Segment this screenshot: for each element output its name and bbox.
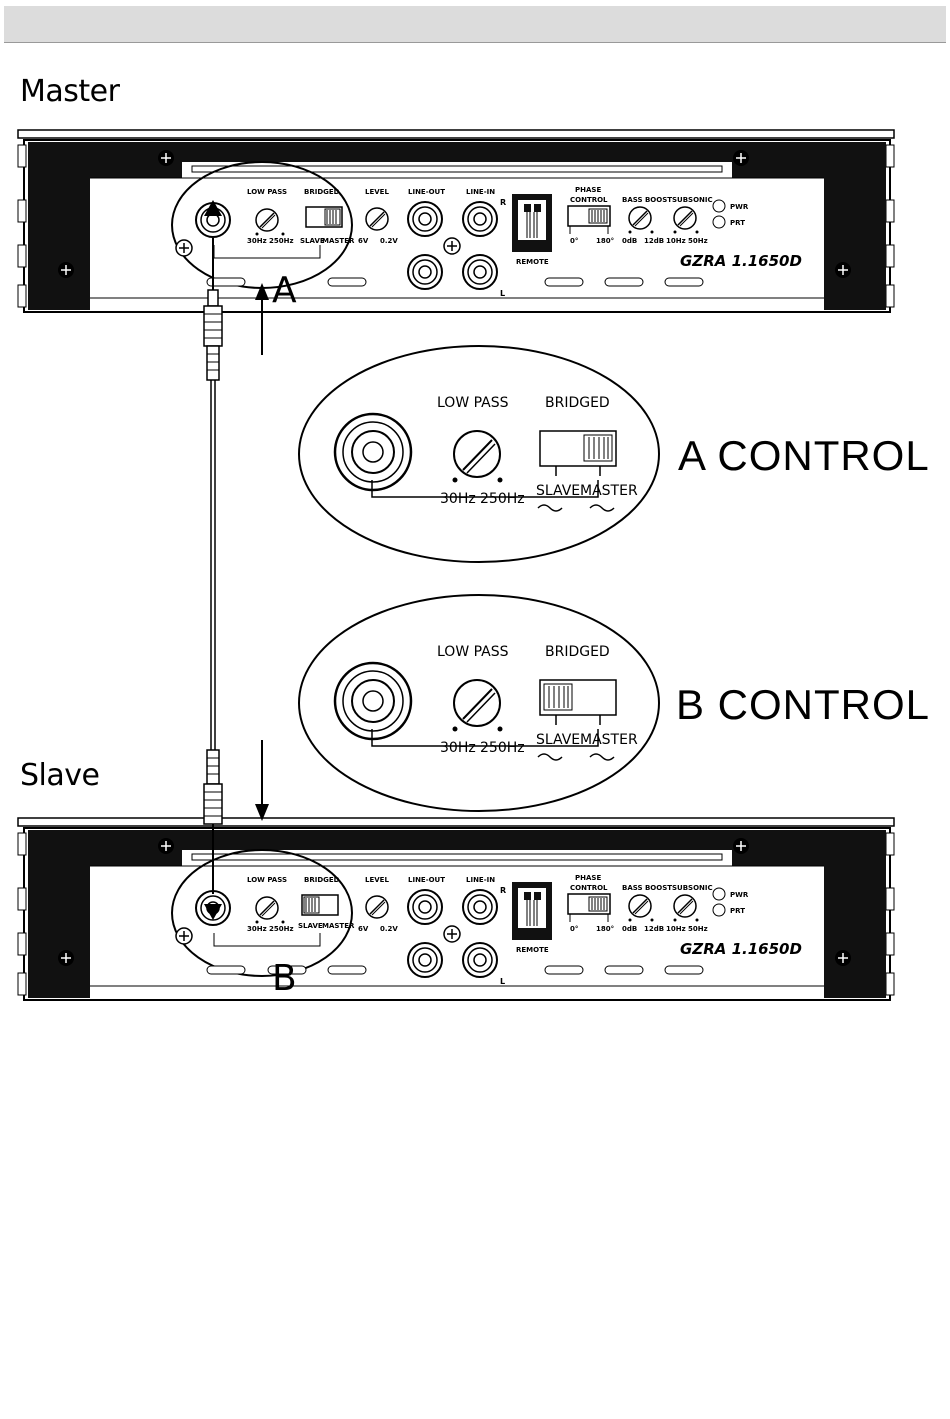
slave-master-label: MASTER [322, 922, 355, 930]
slave-12db-label: 12dB [644, 925, 664, 933]
master-pwr-label: PWR [730, 203, 749, 211]
slave-10hz-label: 10Hz [666, 925, 686, 933]
master-bassboost-label: BASS BOOST [622, 196, 672, 204]
slave-0db-label: 0dB [622, 925, 637, 933]
detail-b-30hz-label: 30Hz [440, 740, 476, 756]
master-10hz-label: 10Hz [666, 237, 686, 245]
master-0db-label: 0dB [622, 237, 637, 245]
callout-b-letter: B [272, 958, 297, 999]
slave-l-label: L [500, 977, 505, 986]
slave-level-label: LEVEL [365, 876, 389, 884]
master-6v-label: 6V [358, 237, 369, 245]
master-bridged-label: BRIDGED [304, 188, 340, 196]
detail-b-master-label: MASTER [580, 732, 638, 748]
slave-pwr-label: PWR [730, 891, 749, 899]
detail-a-30hz-label: 30Hz [440, 491, 476, 507]
slave-0deg-label: 0° [570, 925, 578, 933]
detail-b-bridged-label: BRIDGED [545, 644, 610, 660]
master-slave-label: SLAVE [300, 237, 325, 245]
slave-r-label: R [500, 886, 506, 895]
slave-prt-label: PRT [730, 907, 745, 915]
slave-control-label: CONTROL [570, 884, 608, 892]
slave-title: Slave [20, 758, 100, 793]
detail-b-slave-label: SLAVE [536, 732, 580, 748]
b-control-title: B CONTROL [676, 681, 931, 728]
master-250hz-label: 250Hz [269, 237, 294, 245]
detail-a-master-label: MASTER [580, 483, 638, 499]
a-control-title: A CONTROL [678, 432, 930, 479]
master-r-label: R [500, 198, 506, 207]
slave-lowpass-label: LOW PASS [247, 876, 287, 884]
master-lineout-label: LINE-OUT [408, 188, 445, 196]
detail-a-callout: LOW PASS BRIDGED 30Hz 250Hz SLAVE MASTER [298, 345, 660, 563]
detail-a-slave-label: SLAVE [536, 483, 580, 499]
slave-slave-label: SLAVE [298, 922, 323, 930]
master-prt-label: PRT [730, 219, 745, 227]
master-12db-label: 12dB [644, 237, 664, 245]
master-amp: LOW PASS BRIDGED 30Hz 250Hz SLAVE MASTER… [17, 129, 895, 313]
master-title: Master [20, 74, 120, 109]
master-02v-label: 0.2V [380, 237, 398, 245]
slave-6v-label: 6V [358, 925, 369, 933]
master-phase-label: PHASE [575, 186, 601, 194]
master-subsonic-label: SUBSONIC [672, 196, 713, 204]
master-180deg-label: 180° [596, 237, 614, 245]
slave-180deg-label: 180° [596, 925, 614, 933]
master-50hz-label: 50Hz [688, 237, 708, 245]
slave-phase-label: PHASE [575, 874, 601, 882]
slave-subsonic-label: SUBSONIC [672, 884, 713, 892]
slave-lineout-label: LINE-OUT [408, 876, 445, 884]
master-master-label: MASTER [322, 237, 355, 245]
slave-remote-label: REMOTE [516, 946, 549, 954]
master-linein-label: LINE-IN [466, 188, 495, 196]
arrow-b [255, 740, 269, 821]
arrow-a [255, 283, 269, 355]
detail-b-lowpass-label: LOW PASS [437, 644, 509, 660]
master-l-label: L [500, 289, 505, 298]
detail-b-250hz-label: 250Hz [480, 740, 525, 756]
detail-a-lowpass-label: LOW PASS [437, 395, 509, 411]
slave-bassboost-label: BASS BOOST [622, 884, 672, 892]
master-control-label: CONTROL [570, 196, 608, 204]
master-lowpass-label: LOW PASS [247, 188, 287, 196]
slave-linein-label: LINE-IN [466, 876, 495, 884]
slave-30hz-label: 30Hz [247, 925, 267, 933]
slave-50hz-label: 50Hz [688, 925, 708, 933]
slave-02v-label: 0.2V [380, 925, 398, 933]
detail-a-bridged-label: BRIDGED [545, 395, 610, 411]
master-0deg-label: 0° [570, 237, 578, 245]
master-30hz-label: 30Hz [247, 237, 267, 245]
master-model-label: GZRA 1.1650D [680, 252, 802, 270]
slave-bridged-label: BRIDGED [304, 876, 340, 884]
slave-amp: LOW PASS BRIDGED 30Hz 250Hz SLAVE MASTER… [17, 817, 895, 1001]
rca-cable [203, 200, 223, 920]
slave-250hz-label: 250Hz [269, 925, 294, 933]
master-remote-label: REMOTE [516, 258, 549, 266]
callout-a-letter: A [272, 270, 297, 311]
master-level-label: LEVEL [365, 188, 389, 196]
slave-model-label: GZRA 1.1650D [680, 940, 802, 958]
detail-a-250hz-label: 250Hz [480, 491, 525, 507]
header-bar [4, 6, 946, 43]
detail-b-callout: LOW PASS BRIDGED 30Hz 250Hz SLAVE MASTER [298, 594, 660, 812]
